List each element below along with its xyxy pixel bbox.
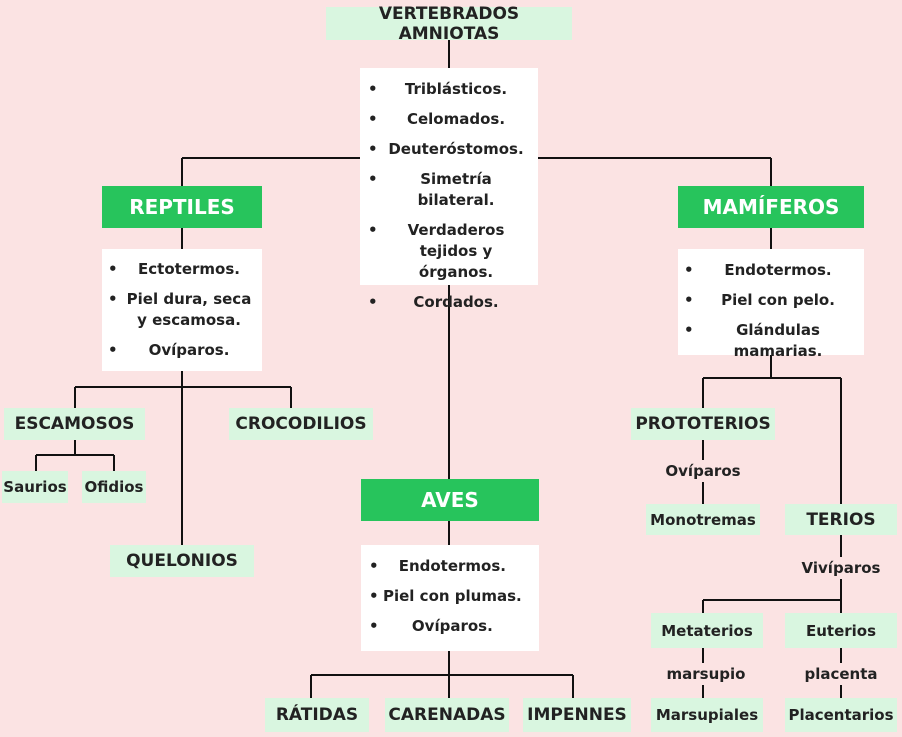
mamiferos-title: MAMÍFEROS	[678, 186, 864, 228]
mamiferos-traits-box: Endotermos. Piel con pelo. Glándulas mam…	[678, 249, 864, 360]
placenta-label: placenta	[801, 663, 881, 685]
impennes-box: IMPENNES	[523, 698, 631, 732]
placentarios-box: Placentarios	[785, 698, 897, 732]
aves-title: AVES	[361, 479, 539, 521]
reptiles-trait: Piel dura, seca y escamosa.	[108, 289, 256, 331]
aves-traits-box: Endotermos. Piel con plumas. Ovíparos.	[361, 545, 539, 651]
reptiles-title: REPTILES	[102, 186, 262, 228]
aves-trait: Ovíparos.	[369, 616, 522, 637]
root-traits-box: Triblásticos. Celomados. Deuteróstomos. …	[360, 68, 538, 313]
aves-trait: Endotermos.	[369, 556, 522, 577]
mamiferos-trait: Endotermos.	[684, 260, 858, 281]
root-trait: Deuteróstomos.	[368, 139, 530, 160]
escamosos-box: ESCAMOSOS	[4, 408, 145, 440]
viviparos-label: Vivíparos	[795, 557, 887, 579]
root-traits-list: Triblásticos. Celomados. Deuteróstomos. …	[368, 79, 530, 322]
reptiles-traits-list: Ectotermos. Piel dura, seca y escamosa. …	[108, 259, 256, 370]
marsupiales-box: Marsupiales	[651, 698, 763, 732]
terios-box: TERIOS	[785, 504, 897, 535]
root-trait: Cordados.	[368, 292, 530, 313]
metaterios-box: Metaterios	[651, 613, 763, 648]
root-trait: Celomados.	[368, 109, 530, 130]
oviparos-label: Ovíparos	[661, 460, 745, 482]
saurios-box: Saurios	[2, 471, 68, 503]
reptiles-trait: Ectotermos.	[108, 259, 256, 280]
crocodilios-box: CROCODILIOS	[229, 408, 373, 440]
euterios-box: Euterios	[785, 613, 897, 648]
carenadas-box: CARENADAS	[385, 698, 509, 732]
root-trait: Simetría bilateral.	[368, 169, 530, 211]
vertebrados-amniotas-title: VERTEBRADOS AMNIOTAS	[326, 4, 572, 44]
ofidios-box: Ofidios	[82, 471, 146, 503]
mamiferos-trait: Glándulas mamarias.	[684, 320, 858, 362]
root-trait: Verdaderos tejidos y órganos.	[368, 220, 530, 283]
reptiles-traits-box: Ectotermos. Piel dura, seca y escamosa. …	[102, 249, 262, 371]
reptiles-trait: Ovíparos.	[108, 340, 256, 361]
root-trait: Triblásticos.	[368, 79, 530, 100]
marsupio-label: marsupio	[663, 663, 749, 685]
ratidas-box: RÁTIDAS	[265, 698, 369, 732]
monotremas-box: Monotremas	[646, 504, 760, 535]
prototerios-box: PROTOTERIOS	[631, 408, 775, 440]
mamiferos-trait: Piel con pelo.	[684, 290, 858, 311]
aves-trait: Piel con plumas.	[369, 586, 522, 607]
mamiferos-traits-list: Endotermos. Piel con pelo. Glándulas mam…	[684, 260, 858, 371]
quelonios-box: QUELONIOS	[110, 545, 254, 577]
aves-traits-list: Endotermos. Piel con plumas. Ovíparos.	[369, 556, 522, 646]
